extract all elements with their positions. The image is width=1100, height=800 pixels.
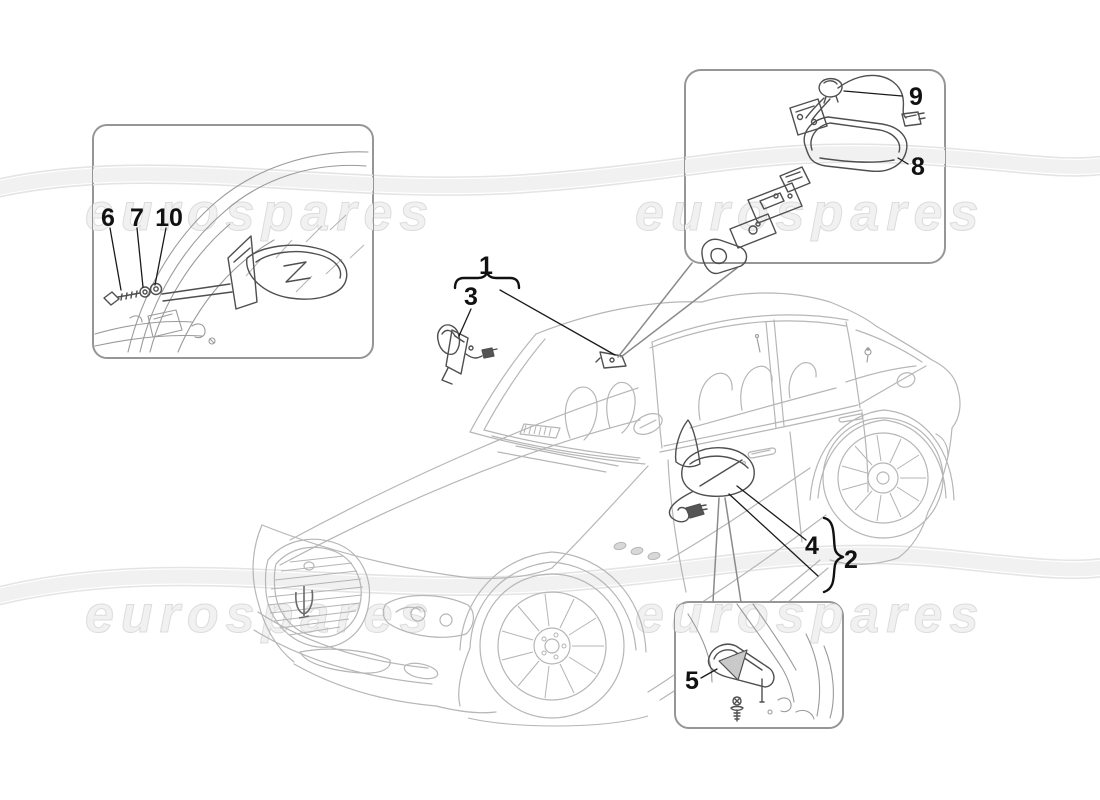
callout-brace-2 bbox=[822, 516, 845, 594]
front-grille bbox=[264, 538, 371, 648]
trident-emblem bbox=[295, 586, 314, 619]
rear-wheel bbox=[809, 409, 955, 539]
front-wheel bbox=[459, 551, 647, 719]
windshield-button bbox=[818, 77, 843, 98]
exploded-mirror-gasket-part bbox=[437, 324, 498, 385]
callout-label-5: 5 bbox=[685, 667, 699, 695]
callout-label-1: 1 bbox=[479, 252, 493, 280]
fender-gills bbox=[613, 541, 661, 561]
callout-brace-1 bbox=[453, 270, 521, 290]
leader-line-1 bbox=[499, 289, 616, 356]
callout-label-4: 4 bbox=[805, 532, 819, 560]
mirror-wire-connector bbox=[685, 503, 705, 519]
gasket-shaded-area bbox=[718, 649, 748, 681]
front-door-handle bbox=[747, 447, 777, 459]
mirror-washer bbox=[149, 282, 163, 296]
steering-wheel bbox=[633, 413, 663, 435]
leader-line-3 bbox=[458, 308, 472, 337]
callout-label-3: 3 bbox=[464, 283, 478, 311]
leader-line-9 bbox=[843, 90, 903, 97]
interior-mirror-mount-bracket bbox=[595, 351, 627, 369]
inset-tail-interior-mirror bbox=[617, 262, 738, 358]
leader-line-2 bbox=[728, 493, 819, 577]
callouts: 6 7 10 1 3 9 8 4 2 5 bbox=[101, 83, 925, 695]
mirror-harness-connector bbox=[901, 111, 922, 127]
leader-line-10 bbox=[154, 227, 167, 286]
inset-interior-mirror-content bbox=[701, 74, 926, 275]
leader-line-5 bbox=[700, 668, 718, 679]
leader-line-6 bbox=[109, 227, 122, 291]
callout-label-8: 8 bbox=[911, 153, 925, 181]
headlight bbox=[382, 594, 474, 638]
fog-lamp bbox=[403, 662, 439, 680]
callout-label-6: 6 bbox=[101, 204, 115, 232]
inset-door-mirror-mounting-content bbox=[94, 151, 369, 353]
gasket-screw bbox=[732, 696, 742, 706]
mirror-bolt bbox=[103, 291, 120, 306]
leader-line-7 bbox=[136, 227, 144, 288]
door-mirror-part bbox=[668, 419, 755, 523]
callout-label-10: 10 bbox=[155, 204, 183, 232]
callout-label-2: 2 bbox=[844, 546, 858, 574]
rear-door-handle bbox=[838, 413, 864, 423]
mirror-washer bbox=[139, 286, 151, 298]
callout-label-7: 7 bbox=[130, 204, 144, 232]
interior-mirror-body bbox=[803, 116, 908, 173]
car-illustration bbox=[252, 292, 961, 727]
leader-line-8 bbox=[897, 157, 909, 165]
callout-label-9: 9 bbox=[909, 83, 923, 111]
inset-tail-gasket bbox=[712, 497, 742, 603]
fuel-filler-cap bbox=[896, 372, 916, 388]
hood-badge bbox=[303, 561, 315, 571]
inset-mirror-gasket-content bbox=[687, 603, 834, 722]
leader-line-4 bbox=[736, 485, 807, 541]
